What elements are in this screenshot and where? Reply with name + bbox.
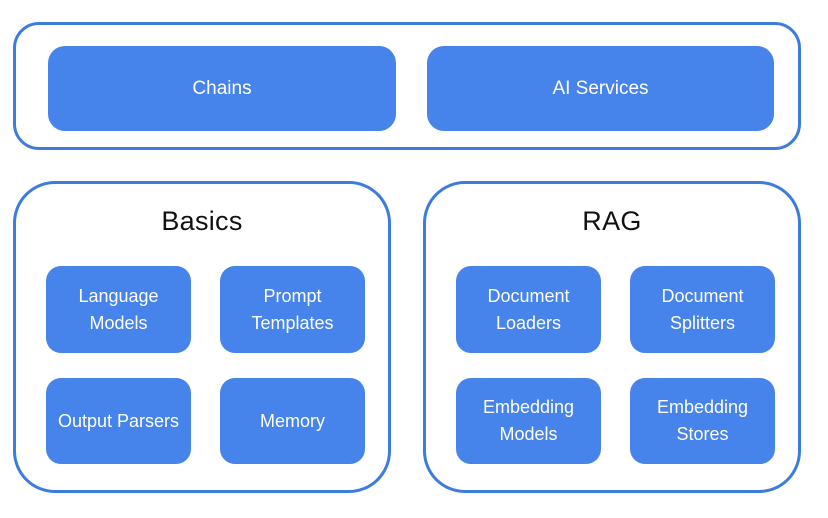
node-language-models: Language Models	[46, 266, 191, 353]
basics-grid: Language Models Prompt Templates Output …	[46, 266, 365, 464]
basics-group-container: Basics Language Models Prompt Templates …	[13, 181, 391, 493]
node-document-splitters: Document Splitters	[630, 266, 775, 353]
node-embedding-models: Embedding Models	[456, 378, 601, 464]
basics-group-title: Basics	[161, 206, 243, 236]
node-chains: Chains	[48, 46, 396, 131]
node-document-loaders: Document Loaders	[456, 266, 601, 353]
node-memory: Memory	[220, 378, 365, 464]
node-ai-services: AI Services	[427, 46, 774, 131]
rag-group-container: RAG Document Loaders Document Splitters …	[423, 181, 801, 493]
node-output-parsers: Output Parsers	[46, 378, 191, 464]
rag-grid: Document Loaders Document Splitters Embe…	[456, 266, 775, 464]
rag-group-title: RAG	[582, 206, 642, 236]
node-embedding-stores: Embedding Stores	[630, 378, 775, 464]
node-prompt-templates: Prompt Templates	[220, 266, 365, 353]
top-group-container: Chains AI Services	[13, 22, 801, 150]
